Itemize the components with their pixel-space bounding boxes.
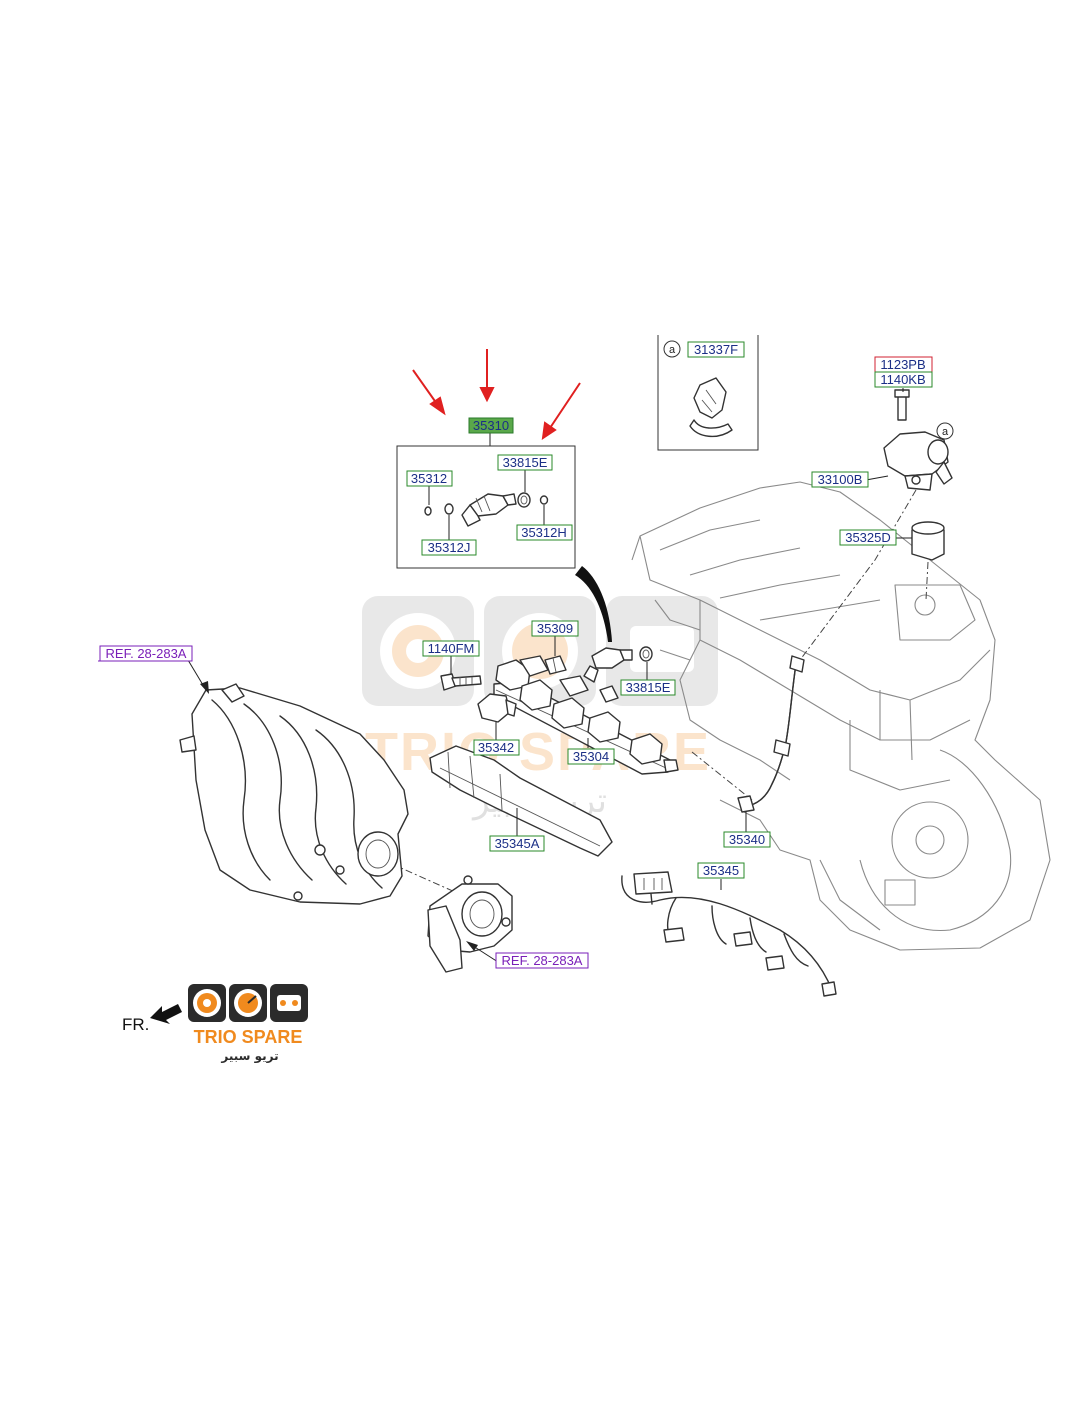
label-35325d[interactable]: 35325D — [839, 529, 897, 546]
svg-text:35342: 35342 — [478, 740, 514, 755]
svg-text:33100B: 33100B — [818, 472, 863, 487]
rail-cover — [429, 745, 613, 857]
front-label: FR. — [122, 1015, 149, 1034]
label-35312h[interactable]: 35312H — [516, 524, 573, 541]
label-ref-bottom[interactable]: REF. 28-283A — [495, 952, 589, 969]
callout-a-inset-text: a — [669, 344, 676, 356]
svg-text:1123PB: 1123PB — [880, 357, 925, 372]
bolt-1140fm — [440, 656, 482, 691]
label-35340[interactable]: 35340 — [723, 831, 771, 848]
svg-text:33815E: 33815E — [503, 455, 548, 470]
injector-kit-box — [396, 433, 576, 569]
fuel-rail — [493, 655, 679, 775]
svg-text:35310: 35310 — [473, 418, 509, 433]
logo-brand-text: TRIO SPARE — [194, 1027, 303, 1047]
centerline-line — [691, 751, 753, 801]
callout-a-pump — [936, 422, 954, 440]
trio-spare-logo: TRIO SPARE تريو سبير — [188, 984, 308, 1064]
svg-text:35304: 35304 — [573, 749, 609, 764]
logo-brand-arabic-text: تريو سبير — [220, 1049, 278, 1064]
front-arrow-icon — [150, 1004, 182, 1024]
callout-a-pump-text: a — [942, 426, 949, 438]
part-labels: 35310 35312 33815E 35312H 35312J 31337F … — [98, 341, 949, 969]
label-35312[interactable]: 35312 — [406, 470, 453, 487]
svg-text:REF. 28-283A: REF. 28-283A — [106, 646, 187, 661]
svg-text:1140FM: 1140FM — [428, 641, 475, 656]
wire-harness — [621, 871, 837, 997]
highlight-arrows — [412, 349, 581, 441]
svg-text:1140KB: 1140KB — [880, 372, 925, 387]
intake-manifold — [179, 659, 409, 905]
svg-text:35312H: 35312H — [521, 525, 567, 540]
label-1140fm[interactable]: 1140FM — [422, 640, 480, 657]
label-31337f[interactable]: 31337F — [687, 341, 745, 358]
injector-mid — [583, 646, 653, 683]
label-35342[interactable]: 35342 — [473, 739, 520, 756]
fuel-feed-line — [737, 655, 805, 832]
label-35345a[interactable]: 35345A — [489, 835, 545, 852]
svg-text:33815E: 33815E — [626, 680, 671, 695]
label-33815e-mid[interactable]: 33815E — [620, 679, 676, 696]
pump-tappet — [896, 521, 945, 561]
centerline-pump — [799, 489, 917, 661]
black-pointer-arrow — [575, 566, 612, 642]
svg-text:35312J: 35312J — [428, 540, 471, 555]
label-35310[interactable]: 35310 — [468, 417, 514, 434]
svg-text:31337F: 31337F — [694, 342, 738, 357]
svg-text:35345A: 35345A — [495, 836, 540, 851]
centerline-tappet — [925, 561, 929, 601]
engine-block-drawing — [631, 481, 1051, 951]
label-35304[interactable]: 35304 — [567, 748, 615, 765]
clip-35309 — [544, 636, 567, 675]
label-33100b[interactable]: 33100B — [811, 471, 869, 488]
svg-text:REF. 28-283A: REF. 28-283A — [502, 953, 583, 968]
svg-text:35325D: 35325D — [845, 530, 891, 545]
svg-text:35309: 35309 — [537, 621, 573, 636]
label-35309[interactable]: 35309 — [531, 620, 579, 637]
label-ref-top[interactable]: REF. 28-283A — [98, 645, 193, 662]
pressure-sensor — [477, 693, 517, 740]
throttle-body — [427, 875, 513, 973]
svg-text:35345: 35345 — [703, 863, 739, 878]
label-33815e-top[interactable]: 33815E — [497, 454, 553, 471]
label-1140kb[interactable]: 1140KB — [874, 371, 933, 388]
svg-text:35340: 35340 — [729, 832, 765, 847]
svg-text:35312: 35312 — [411, 471, 447, 486]
label-35345[interactable]: 35345 — [697, 862, 745, 879]
red-arrow-right — [549, 382, 581, 429]
front-indicator: FR. — [122, 1004, 182, 1034]
label-35312j[interactable]: 35312J — [421, 539, 477, 556]
label-1123pb[interactable]: 1123PB — [874, 356, 933, 373]
red-arrow-left — [412, 369, 438, 405]
callout-a-inset — [663, 340, 681, 358]
high-pressure-fuel-pump — [865, 388, 954, 491]
inset-detail-a — [657, 335, 759, 451]
